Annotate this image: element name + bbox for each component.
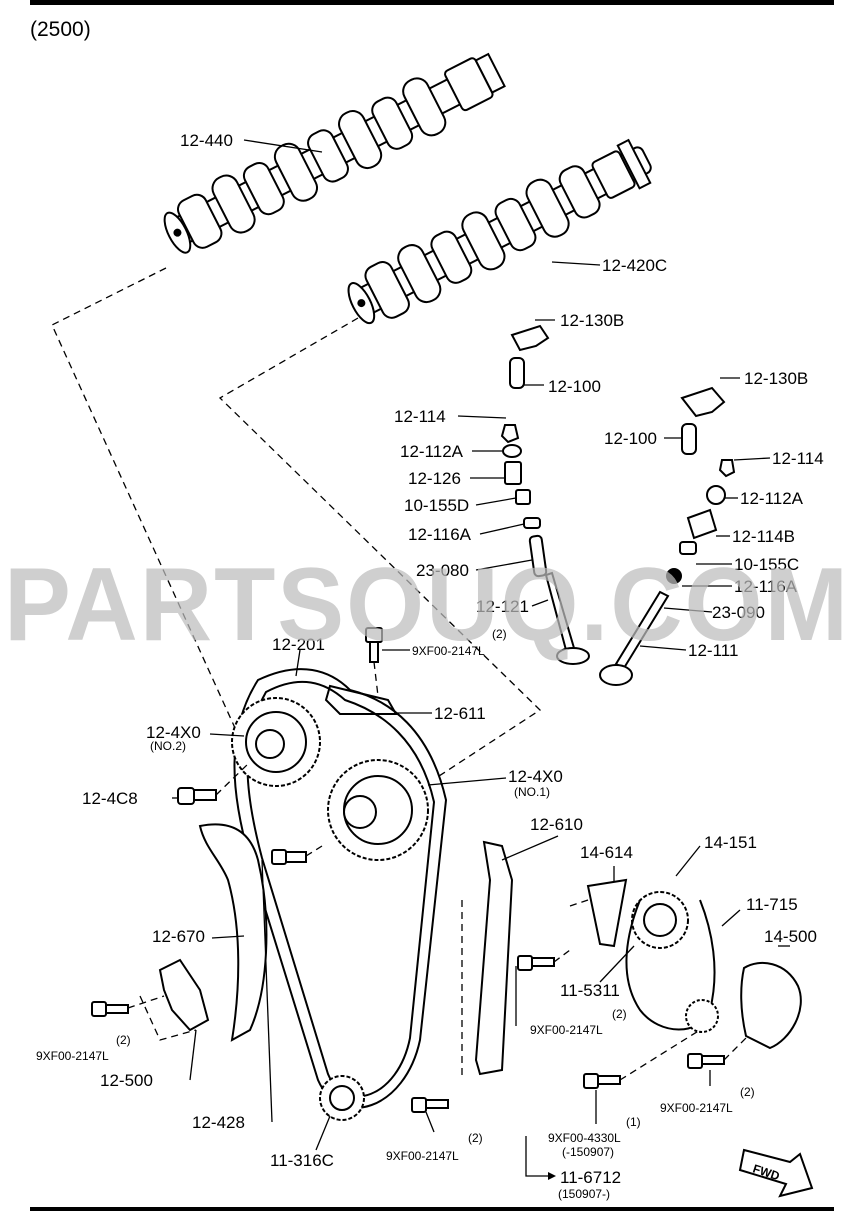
callout-23-090: 23-090 <box>712 603 765 622</box>
callout-11-5311: 11-5311 <box>560 981 620 1000</box>
note-no2: (NO.2) <box>150 739 186 753</box>
chain-guide-upper <box>324 684 398 715</box>
cam-sprocket-no1 <box>327 759 429 861</box>
cam-sprocket-no2 <box>231 697 321 787</box>
callout-14-151: 14-151 <box>704 833 757 852</box>
callout-12-114-right: 12-114 <box>772 449 824 468</box>
fwd-arrow: FWD <box>738 1148 814 1198</box>
oil-pump-tensioner <box>740 961 802 1050</box>
chain-tensioner <box>158 958 210 1032</box>
callout-12-111: 12-111 <box>688 641 738 660</box>
callout-labels: 12-440 12-420C 12-130B 12-100 12-130B 12… <box>36 131 824 1201</box>
callout-11-316c: 11-316C <box>270 1151 334 1170</box>
callout-12-116a-left: 12-116A <box>408 525 472 544</box>
callout-12-670: 12-670 <box>152 927 205 946</box>
rocker-arm-left <box>509 324 550 389</box>
tensioner-arm <box>198 823 268 1042</box>
note-11-6712: (150907-) <box>558 1187 610 1201</box>
qty-9xf00-tensioner: (2) <box>116 1033 131 1047</box>
callout-9xf00-guide: 9XF00-2147L <box>530 1023 603 1037</box>
callout-12-611: 12-611 <box>434 704 486 723</box>
callout-9xf00-oilpump: 9XF00-2147L <box>660 1101 733 1115</box>
bolt-12-4c8 <box>177 787 217 805</box>
bolt-crank <box>411 1097 449 1113</box>
crank-sprocket <box>319 1075 365 1121</box>
group-code: (2500) <box>30 18 91 41</box>
qty-9xf00-4330l: (1) <box>626 1115 641 1129</box>
align-line-exhaust <box>51 267 246 751</box>
callout-12-114b: 12-114B <box>732 527 795 546</box>
bolt-guide <box>517 955 555 971</box>
valve-train-intake <box>500 424 590 665</box>
note-9xf00-4330l: (-150907) <box>562 1145 614 1159</box>
bolt-tensioner <box>91 1001 129 1017</box>
note-no1: (NO.1) <box>514 785 550 799</box>
callout-12-420c: 12-420C <box>602 256 667 275</box>
callout-12-201: 12-201 <box>272 635 325 654</box>
bolt-oilpump-b <box>687 1053 725 1069</box>
callout-12-100-left: 12-100 <box>548 377 601 396</box>
callout-23-080: 23-080 <box>416 561 469 580</box>
callout-12-610: 12-610 <box>530 815 583 834</box>
callout-12-112a-left: 12-112A <box>400 442 464 461</box>
bolt-oilpump-a <box>583 1073 621 1089</box>
bottom-border <box>30 1207 834 1211</box>
camshaft-intake <box>347 138 652 325</box>
callout-9xf00-crank: 9XF00-2147L <box>386 1149 459 1163</box>
callout-12-100-right: 12-100 <box>604 429 657 448</box>
callout-10-155d: 10-155D <box>404 496 469 515</box>
camshaft-exhaust <box>163 52 506 254</box>
callout-12-500: 12-500 <box>100 1071 153 1090</box>
qty-9xf00-crank: (2) <box>468 1131 483 1145</box>
supersession-arrow <box>525 1136 548 1177</box>
callout-9xf00-tensioner: 9XF00-2147L <box>36 1049 109 1063</box>
callout-12-130b-right: 12-130B <box>744 369 808 388</box>
callout-12-112a-right: 12-112A <box>740 489 804 508</box>
callout-12-121: 12-121 <box>476 597 529 616</box>
callout-9xf00-top: 9XF00-2147L <box>412 644 485 658</box>
callout-12-4c8: 12-4C8 <box>82 789 138 808</box>
qty-9xf00-top: (2) <box>492 627 507 641</box>
callout-11-6712: 11-6712 <box>560 1168 621 1187</box>
bolt-pivot <box>271 849 307 865</box>
oil-pump-lower-sprocket <box>685 999 719 1033</box>
oil-pump-sprocket <box>631 891 689 949</box>
oil-pump-chain <box>625 899 716 1031</box>
chain-guide-right <box>474 840 514 1076</box>
callout-10-155c: 10-155C <box>734 555 799 574</box>
callout-12-116a-right: 12-116A <box>734 577 798 596</box>
callout-12-126: 12-126 <box>408 469 461 488</box>
callout-12-4x0-no2: 12-4X0 <box>146 723 201 742</box>
timing-chain <box>233 668 448 1109</box>
callout-9xf00-4330l: 9XF00-4330L <box>548 1131 621 1145</box>
qty-9xf00-oilpump: (2) <box>740 1085 755 1099</box>
leader-lines <box>172 139 790 1151</box>
callout-12-428: 12-428 <box>192 1113 245 1132</box>
callout-12-114-left: 12-114 <box>394 407 446 426</box>
callout-14-614: 14-614 <box>580 843 633 862</box>
top-border <box>30 0 834 5</box>
callout-14-500: 14-500 <box>764 927 817 946</box>
watermark: PARTSOUQ.COM <box>4 547 850 663</box>
rocker-arm-right <box>680 386 726 455</box>
callout-12-4x0-no1: 12-4X0 <box>508 767 563 786</box>
callout-11-715: 11-715 <box>746 895 798 914</box>
qty-9xf00-guide: (2) <box>612 1007 627 1021</box>
oil-pump-chain-guide <box>586 878 628 948</box>
callout-12-130b-left: 12-130B <box>560 311 624 330</box>
valve-train-exhaust <box>599 459 736 686</box>
callout-12-440: 12-440 <box>180 131 233 150</box>
